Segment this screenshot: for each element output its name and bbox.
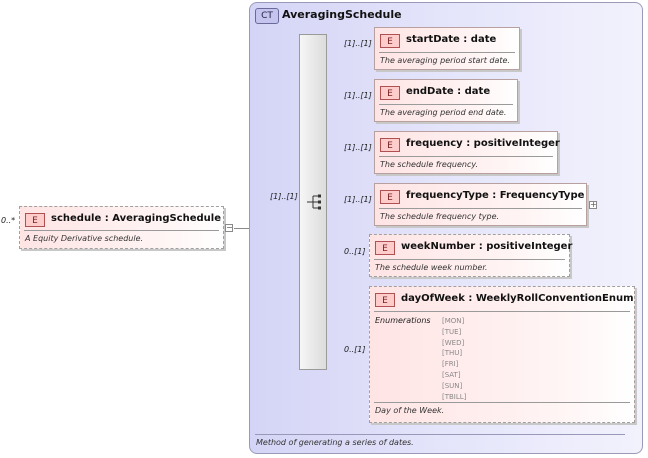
sequence-cardinality: [1]..[1] bbox=[270, 192, 298, 201]
root-separator bbox=[24, 230, 219, 231]
complex-type-badge: CT bbox=[255, 8, 279, 24]
element-cardinality: [1]..[1] bbox=[344, 91, 372, 100]
element-badge: E bbox=[375, 241, 395, 255]
element-separator bbox=[374, 259, 565, 260]
element-title: startDate : date bbox=[406, 34, 496, 45]
complex-type-separator bbox=[255, 434, 625, 435]
element-type: WeeklyRollConventionEnum bbox=[475, 293, 634, 304]
expand-icon[interactable]: + bbox=[589, 200, 597, 209]
enum-value: [SUN] bbox=[442, 381, 463, 390]
element-name: startDate bbox=[406, 34, 460, 45]
element-title: frequencyType : FrequencyType bbox=[406, 190, 584, 201]
type-separator: : bbox=[457, 86, 465, 97]
element-name: endDate bbox=[406, 86, 454, 97]
element-title: weekNumber : positiveInteger bbox=[401, 241, 572, 252]
root-element-schedule[interactable]: E schedule : AveragingSchedule A Equity … bbox=[19, 206, 224, 249]
element-description: The averaging period start date. bbox=[380, 56, 510, 65]
element-type: FrequencyType bbox=[499, 190, 585, 201]
element-separator bbox=[379, 104, 513, 105]
element-description: The schedule frequency type. bbox=[380, 212, 500, 221]
element-badge: E bbox=[25, 213, 45, 227]
complex-type-description: Method of generating a series of dates. bbox=[256, 438, 414, 447]
element-separator bbox=[379, 52, 515, 53]
element-cardinality: [1]..[1] bbox=[344, 143, 372, 152]
element-start-date[interactable]: E startDate : date The averaging period … bbox=[374, 27, 520, 70]
enum-value: [TUE] bbox=[442, 327, 462, 336]
element-name: frequency bbox=[406, 138, 463, 149]
element-title: endDate : date bbox=[406, 86, 490, 97]
root-cardinality: 0..* bbox=[1, 216, 16, 225]
element-type: date bbox=[470, 34, 497, 45]
element-title: frequency : positiveInteger bbox=[406, 138, 560, 149]
element-description: The averaging period end date. bbox=[380, 108, 507, 117]
enumerations-label: Enumerations bbox=[375, 316, 431, 325]
enum-value: [FRI] bbox=[442, 360, 459, 369]
root-description: A Equity Derivative schedule. bbox=[25, 234, 144, 243]
complex-type-name: AveragingSchedule bbox=[282, 8, 402, 21]
root-element-name: schedule bbox=[51, 213, 102, 224]
type-separator: : bbox=[492, 190, 500, 201]
type-separator: : bbox=[478, 241, 487, 252]
enumerations-list: [MON] [TUE] [WED] [THU] [FRI] [SAT] [SUN… bbox=[442, 316, 472, 402]
element-type: positiveInteger bbox=[486, 241, 573, 252]
element-cardinality: 0..[1] bbox=[344, 247, 366, 256]
element-badge: E bbox=[375, 293, 395, 307]
type-separator: : bbox=[463, 34, 471, 45]
sequence-icon bbox=[307, 194, 321, 210]
type-separator: : bbox=[466, 138, 474, 149]
enum-value: [MON] bbox=[442, 317, 465, 325]
element-description: The schedule frequency. bbox=[380, 160, 479, 169]
collapse-icon[interactable]: − bbox=[225, 223, 233, 232]
element-end-date[interactable]: E endDate : date The averaging period en… bbox=[374, 79, 518, 122]
element-description: Day of the Week. bbox=[375, 406, 445, 415]
element-separator bbox=[379, 208, 582, 209]
element-cardinality: [1]..[1] bbox=[344, 195, 372, 204]
element-title: dayOfWeek : WeeklyRollConventionEnum bbox=[401, 293, 634, 304]
element-separator bbox=[374, 402, 630, 403]
element-day-of-week[interactable]: E dayOfWeek : WeeklyRollConventionEnum E… bbox=[369, 286, 635, 423]
element-cardinality: 0..[1] bbox=[344, 345, 366, 354]
sequence-compositor[interactable] bbox=[299, 34, 327, 370]
element-badge: E bbox=[380, 138, 400, 152]
element-name: dayOfWeek bbox=[401, 293, 465, 304]
element-frequency[interactable]: E frequency : positiveInteger The schedu… bbox=[374, 131, 560, 174]
enum-value: [WED] bbox=[442, 338, 465, 347]
element-frequency-type[interactable]: E frequencyType : FrequencyType The sche… bbox=[374, 183, 587, 226]
type-separator: : bbox=[104, 213, 113, 224]
root-element-title: schedule : AveragingSchedule bbox=[51, 213, 221, 224]
element-type: date bbox=[464, 86, 491, 97]
element-badge: E bbox=[380, 34, 400, 48]
element-separator bbox=[379, 156, 553, 157]
element-badge: E bbox=[380, 86, 400, 100]
element-type: positiveInteger bbox=[473, 138, 560, 149]
enum-value: [TBILL] bbox=[442, 392, 467, 401]
root-element-type: AveragingSchedule bbox=[112, 213, 221, 224]
type-separator: : bbox=[468, 293, 476, 304]
element-cardinality: [1]..[1] bbox=[344, 39, 372, 48]
element-name: frequencyType bbox=[406, 190, 489, 201]
root-connector bbox=[234, 228, 249, 229]
element-description: The schedule week number. bbox=[375, 263, 488, 272]
enum-value: [THU] bbox=[442, 349, 463, 358]
element-week-number[interactable]: E weekNumber : positiveInteger The sched… bbox=[369, 234, 572, 277]
enum-value: [SAT] bbox=[442, 370, 461, 379]
element-badge: E bbox=[380, 190, 400, 204]
element-separator bbox=[374, 311, 630, 312]
element-name: weekNumber bbox=[401, 241, 476, 252]
